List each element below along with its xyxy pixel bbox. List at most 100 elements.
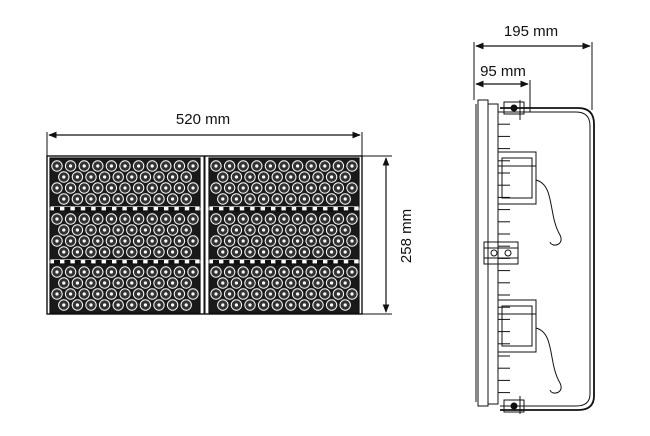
led-lens-center: [69, 270, 73, 274]
led-lens-center: [55, 239, 59, 243]
led-lens-center: [221, 228, 225, 232]
led-lens-center: [123, 186, 127, 190]
led-lens-center: [130, 303, 134, 307]
led-lens-center: [62, 175, 66, 179]
led-lens-center: [241, 239, 245, 243]
led-lens-center: [309, 239, 313, 243]
led-lens-center: [316, 303, 320, 307]
led-lens-center: [150, 270, 154, 274]
led-lens-center: [164, 292, 168, 296]
led-lens-center: [171, 228, 175, 232]
led-lens-center: [62, 250, 66, 254]
led-lens-center: [150, 292, 154, 296]
led-lens-center: [323, 292, 327, 296]
separator-slot: [233, 207, 240, 211]
separator-slot: [327, 207, 334, 211]
led-lens-center: [302, 197, 306, 201]
led-lens-center: [157, 175, 161, 179]
led-lens-center: [316, 197, 320, 201]
led-lens-center: [75, 303, 79, 307]
led-lens-center: [343, 250, 347, 254]
separator-slot: [137, 207, 144, 211]
led-lens-center: [323, 186, 327, 190]
led-lens-center: [234, 197, 238, 201]
led-lens-center: [130, 175, 134, 179]
led-lens-center: [268, 239, 272, 243]
led-lens-center: [289, 250, 293, 254]
separator-slot: [54, 207, 60, 211]
led-lens-center: [309, 164, 313, 168]
heatsink-fins: [498, 111, 510, 394]
led-lens-center: [221, 303, 225, 307]
led-lens-center: [275, 228, 279, 232]
led-lens-center: [89, 250, 93, 254]
led-lens-center: [282, 270, 286, 274]
led-lens-center: [116, 175, 120, 179]
led-lens-center: [289, 228, 293, 232]
led-lens-center: [89, 228, 93, 232]
led-lens-center: [343, 197, 347, 201]
led-lens-center: [123, 164, 127, 168]
led-lens-center: [268, 217, 272, 221]
led-lens-center: [343, 281, 347, 285]
led-lens-center: [255, 239, 259, 243]
led-lens-center: [69, 217, 73, 221]
separator-slot: [317, 207, 323, 211]
led-lens-center: [330, 228, 334, 232]
led-lens-center: [184, 197, 188, 201]
led-module: [208, 263, 360, 314]
led-lens-center: [316, 281, 320, 285]
separator-slot: [306, 207, 313, 211]
led-module: [208, 210, 360, 266]
led-lens-center: [289, 175, 293, 179]
led-lens-center: [350, 239, 354, 243]
led-lens-center: [214, 292, 218, 296]
separator-slot: [265, 260, 271, 264]
front-view: 520 mm 258 mm: [46, 111, 415, 315]
led-lens-center: [171, 250, 175, 254]
led-lens-center: [350, 164, 354, 168]
led-lens-center: [157, 303, 161, 307]
separator-slot: [178, 207, 185, 211]
led-lens-center: [109, 270, 113, 274]
led-lens-center: [214, 270, 218, 274]
led-lens-center: [184, 303, 188, 307]
led-lens-center: [336, 186, 340, 190]
led-lens-center: [143, 303, 147, 307]
led-lens-center: [316, 250, 320, 254]
led-lens-center: [336, 164, 340, 168]
separator-slot: [348, 260, 355, 264]
led-lens-center: [137, 186, 141, 190]
separator-slot: [233, 260, 240, 264]
led-module: [49, 157, 201, 213]
led-lens-center: [75, 250, 79, 254]
led-modules: [46, 155, 363, 315]
led-lens-center: [302, 281, 306, 285]
led-lens-center: [69, 186, 73, 190]
separator-slot: [275, 207, 282, 211]
led-lens-center: [268, 292, 272, 296]
separator-slot: [244, 207, 251, 211]
led-lens-center: [177, 270, 181, 274]
led-lens-center: [103, 175, 107, 179]
led-lens-center: [309, 217, 313, 221]
led-lens-center: [262, 250, 266, 254]
led-lens-center: [116, 303, 120, 307]
led-lens-center: [191, 164, 195, 168]
led-lens-center: [302, 303, 306, 307]
led-lens-center: [89, 175, 93, 179]
led-lens-center: [109, 217, 113, 221]
separator-slot: [275, 260, 282, 264]
separator-slot: [254, 260, 261, 264]
led-lens-center: [323, 270, 327, 274]
led-lens-center: [137, 217, 141, 221]
led-lens-center: [350, 270, 354, 274]
separator-slot: [189, 260, 196, 264]
led-lens-center: [214, 239, 218, 243]
led-lens-center: [62, 281, 66, 285]
led-lens-center: [228, 239, 232, 243]
led-lens-center: [191, 270, 195, 274]
led-lens-center: [184, 281, 188, 285]
depth-dimension-label: 195 mm: [504, 23, 558, 40]
